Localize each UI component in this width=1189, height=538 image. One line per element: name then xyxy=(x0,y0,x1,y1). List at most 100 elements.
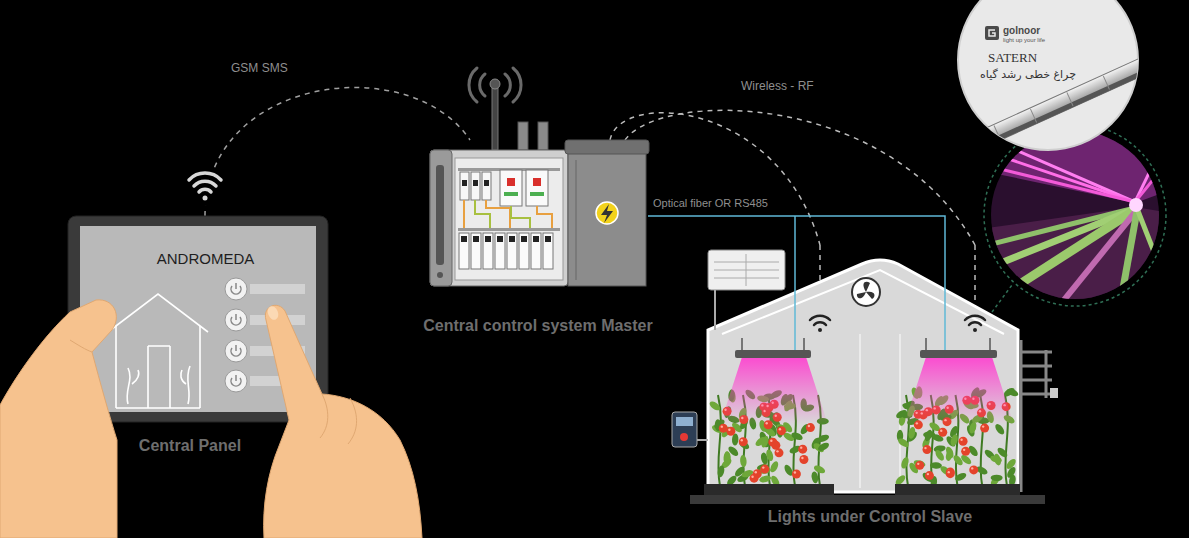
wifi-icons-part xyxy=(965,316,985,320)
controller-box-part xyxy=(697,439,708,441)
tomato-highlight xyxy=(751,475,753,477)
plant-leaf xyxy=(954,471,968,482)
ac-unit-part xyxy=(708,250,785,290)
breakers-top-part xyxy=(530,192,544,196)
fan-part xyxy=(857,282,875,299)
greenhouse-art-part xyxy=(818,328,822,332)
wifi-icon-part xyxy=(189,173,221,180)
tomato xyxy=(760,465,769,474)
antenna-part xyxy=(513,68,521,102)
breakers-top-part xyxy=(526,170,548,206)
tomato-highlight xyxy=(917,463,919,465)
wiring-part xyxy=(475,200,490,228)
greenhouse-art-part xyxy=(895,484,1020,495)
grow-room-photo-part xyxy=(1129,198,1143,212)
tomato xyxy=(739,437,748,446)
plant-leaf xyxy=(945,448,954,461)
tomato xyxy=(750,474,759,483)
tomato-highlight xyxy=(948,471,950,473)
plant-leaf xyxy=(717,465,726,478)
tomato-highlight xyxy=(971,467,973,469)
house-icon xyxy=(108,294,208,408)
plant-leaf xyxy=(765,449,774,462)
brand-name: golnoor xyxy=(1003,25,1073,37)
grow-lights xyxy=(735,338,997,358)
greenhouse: Lights under Control Slave xyxy=(700,245,1065,535)
tomato-highlight xyxy=(770,439,772,441)
greenhouse-art-part xyxy=(973,328,977,332)
antenna-part xyxy=(505,74,510,96)
grow-light-glow-part xyxy=(904,357,1014,425)
tomato xyxy=(777,426,786,435)
control-cabinet-art-part xyxy=(455,158,563,280)
antenna xyxy=(469,68,521,150)
tablet-art-part xyxy=(266,305,281,322)
grow-room-photo-part xyxy=(984,124,1166,306)
grow-room-photo-part xyxy=(1135,140,1165,202)
grow-lights-part xyxy=(925,338,927,350)
ac-unit xyxy=(708,250,785,330)
tomato xyxy=(959,437,968,446)
fan xyxy=(852,278,880,306)
optical-drops-part xyxy=(944,245,946,350)
brand-tagline: light up your life xyxy=(1003,37,1073,44)
breakers-top-part xyxy=(482,172,491,200)
tomato-highlight xyxy=(927,473,929,475)
breakers-bottom-part xyxy=(531,233,541,269)
antenna-part xyxy=(490,79,500,89)
tablet-panel: ANDROMEDACentral Panel xyxy=(68,216,328,456)
connector xyxy=(625,110,975,245)
left-hand xyxy=(0,300,117,538)
breakers-top-part xyxy=(462,180,467,186)
fan-part xyxy=(852,278,880,306)
grow-room-photo-part xyxy=(1135,165,1165,202)
plant-leaf xyxy=(724,451,732,464)
breakers-top-part xyxy=(533,178,541,186)
tomato-highlight xyxy=(960,439,962,441)
controller-box-part xyxy=(680,433,688,441)
wifi-icon-part xyxy=(185,166,225,206)
tomato-highlight xyxy=(982,425,984,427)
plant-leaf xyxy=(723,451,730,464)
antenna-part xyxy=(469,68,521,102)
plant-leaf xyxy=(708,400,721,412)
breakers-bottom-part xyxy=(495,233,505,269)
left-thumb-line xyxy=(70,340,92,352)
plant-leaf xyxy=(811,471,819,484)
plant-leaf xyxy=(740,455,748,468)
tomato-highlight xyxy=(728,429,730,431)
tomato xyxy=(915,461,924,470)
product-badge-art-part xyxy=(966,49,1168,153)
control-cabinet-art-part xyxy=(485,236,491,242)
antenna-part xyxy=(469,68,477,102)
brand-mark-part xyxy=(985,26,999,40)
control-cabinet-art-part xyxy=(436,165,444,265)
breakers-top-part xyxy=(507,178,515,186)
switch-buttons-part xyxy=(231,283,241,386)
control-cabinet-art-part xyxy=(518,122,528,150)
tomato-highlight xyxy=(801,457,803,459)
wiring-part xyxy=(486,200,510,228)
edge-label: GSM SMS xyxy=(228,61,291,75)
linear-grow-light-part xyxy=(994,125,1000,139)
greenhouse-art-part xyxy=(690,495,1045,504)
switch-buttons-part xyxy=(231,375,241,386)
tomato-highlight xyxy=(800,446,802,448)
tomato-highlight xyxy=(762,466,764,468)
grow-room-photo-part xyxy=(988,166,1135,202)
grow-room-photo-part xyxy=(992,285,1012,312)
tomato-highlight xyxy=(924,447,926,449)
control-cabinet-art-part xyxy=(430,68,649,286)
wifi-icon-part xyxy=(194,181,216,186)
tomato xyxy=(798,445,807,454)
grow-light-glow-part xyxy=(720,357,828,425)
control-cabinet-art-part xyxy=(437,272,443,278)
wiring-part xyxy=(511,206,530,228)
control-cabinet: Central control system Master xyxy=(428,140,648,340)
controller-box xyxy=(672,412,708,447)
edge-label: Optical fiber OR RS485 xyxy=(650,197,771,210)
breakers-top-part xyxy=(500,170,522,206)
grow-lights-part xyxy=(920,350,997,358)
tomato xyxy=(774,448,783,457)
tomato-highlight xyxy=(776,450,778,452)
